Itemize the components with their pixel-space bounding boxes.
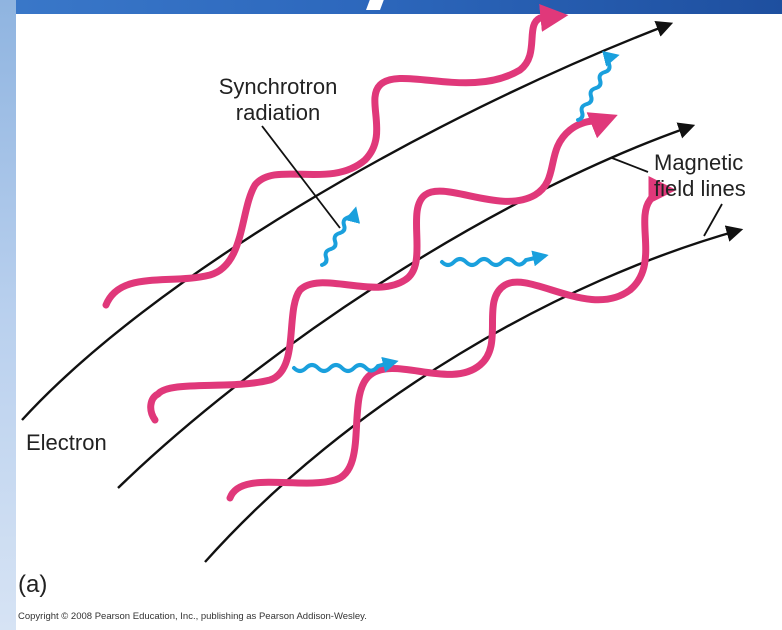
electron-path-3 bbox=[230, 190, 668, 498]
synchrotron-label-line1: Synchrotron bbox=[198, 74, 358, 100]
magnetic-label-line2: field lines bbox=[654, 176, 782, 202]
copyright-notice: Copyright © 2008 Pearson Education, Inc.… bbox=[18, 611, 367, 622]
field-line-2 bbox=[118, 126, 692, 488]
radiation-wave-2 bbox=[578, 56, 615, 120]
magnetic-field-label: Magnetic field lines bbox=[654, 150, 782, 202]
radiation-wave-1 bbox=[322, 211, 355, 265]
synchrotron-label: Synchrotron radiation bbox=[198, 74, 358, 126]
magnetic-label-line1: Magnetic bbox=[654, 150, 782, 176]
radiation-wave-3 bbox=[442, 256, 544, 265]
field-line-3 bbox=[205, 230, 740, 562]
magnetic-pointer-lower bbox=[704, 204, 722, 236]
figure-part-label: (a) bbox=[18, 572, 47, 598]
magnetic-pointer-upper bbox=[612, 158, 648, 172]
electron-label: Electron bbox=[26, 430, 107, 456]
synchrotron-label-line2: radiation bbox=[198, 100, 358, 126]
